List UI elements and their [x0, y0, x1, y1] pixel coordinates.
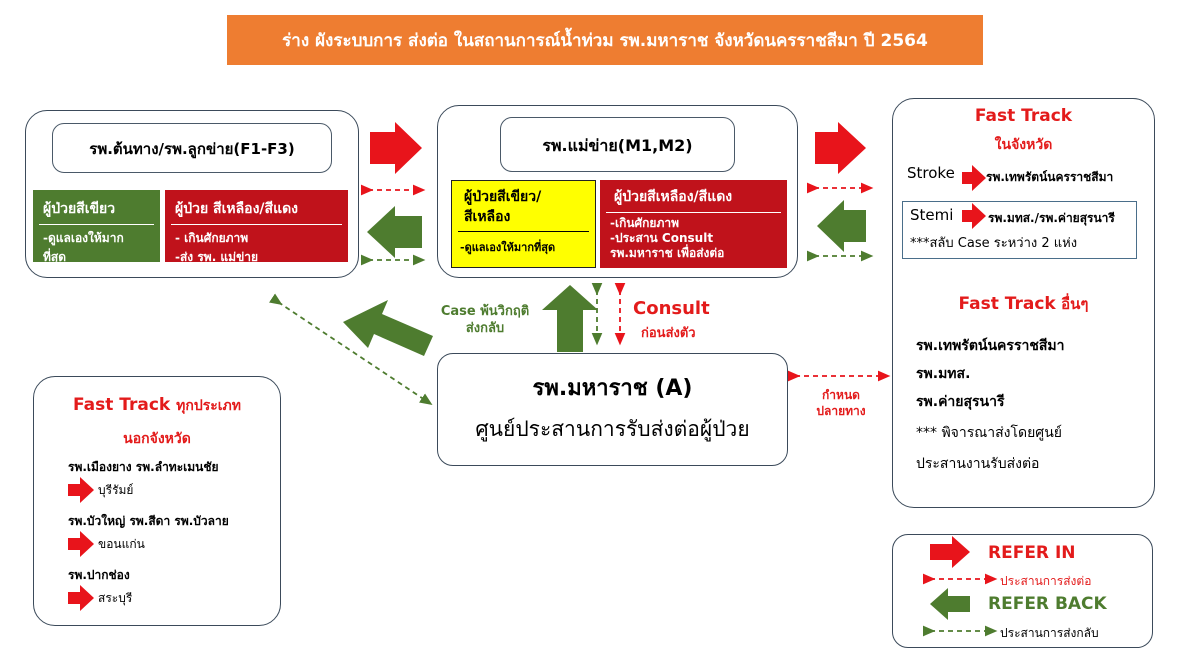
- refer-back-arrow-left: [367, 206, 422, 258]
- stemi-note: ***สลับ Case ระหว่าง 2 แห่ง: [910, 236, 1078, 251]
- red-patient-panel: ผู้ป่วย สีเหลือง/สีแดง - เกินศักยภาพ -ส่…: [165, 190, 348, 264]
- other-hospital-item: รพ.เทพรัตน์นครราชสีมา: [916, 338, 1065, 354]
- stroke-label: Stroke: [907, 164, 955, 182]
- stemi-label: Stemi: [910, 206, 954, 224]
- green-patient-body: -ดูแลเองให้มาก ที่สุด: [43, 231, 124, 264]
- consult-label: Consult: [633, 298, 710, 319]
- consult-up-arrow: [542, 285, 598, 352]
- page-title: ร่าง ผังระบบการ ส่งต่อ ในสถานการณ์น้ำท่ว…: [227, 15, 983, 65]
- other-hospital-item: รพ.ค่ายสุรนารี: [916, 394, 1005, 410]
- origin-hospital-header: รพ.ต้นทาง/รพ.ลูกข่าย(F1-F3): [52, 123, 332, 173]
- maharat-center-name: ศูนย์ประสานการรับส่งต่อผู้ป่วย: [475, 417, 750, 441]
- refer-in-arrow-right: [815, 122, 866, 174]
- outside-group-hospitals: รพ.บัวใหญ่ รพ.สีดา รพ.บัวลาย: [68, 514, 229, 528]
- yellow-red-body: -เกินศักยภาพ -ประสาน Consult รพ.มหาราช เ…: [610, 216, 725, 260]
- legend-refer-back-label: REFER BACK: [988, 594, 1107, 614]
- case-back-label: Case พ้นวิกฤติ ส่งกลับ: [440, 304, 530, 336]
- green-patient-title: ผู้ป่วยสีเขียว: [43, 201, 116, 217]
- outside-subtitle: นอกจังหวัด: [123, 431, 191, 447]
- green-yellow-body: -ดูแลเองให้มากที่สุด: [460, 241, 556, 254]
- other-hospital-item: รพ.มทส.: [916, 366, 971, 382]
- outside-group-destination: สระบุรี: [98, 591, 133, 605]
- outside-group-hospitals: รพ.เมืองยาง รพ.ลำทะเมนชัย: [68, 460, 219, 474]
- yellow-red-title: ผู้ป่วยสีเหลือง/สีแดง: [614, 189, 733, 205]
- stroke-destination: รพ.เทพรัตน์นครราชสีมา: [986, 170, 1114, 184]
- fast-track-other-title-en: Fast Track: [958, 294, 1056, 314]
- fast-track-title: Fast Track: [974, 106, 1073, 126]
- stemi-destination: รพ.มทส./รพ.ค่ายสุรนารี: [988, 211, 1115, 225]
- maharat-hospital-box: รพ.มหาราช (A) ศูนย์ประสานการรับส่งต่อผู้…: [437, 353, 788, 466]
- other-hospital-list: รพ.เทพรัตน์นครราชสีมา รพ.มทส. รพ.ค่ายสุร…: [916, 332, 1064, 416]
- green-yellow-title: ผู้ป่วยสีเขียว/ สีเหลือง: [464, 189, 542, 225]
- legend-coord-back-label: ประสานการส่งกลับ: [1000, 626, 1099, 640]
- refer-back-arrow-right: [817, 200, 866, 252]
- outside-title-th: ทุกประเภท: [176, 398, 241, 414]
- fast-track-subtitle: ในจังหวัด: [994, 137, 1053, 153]
- green-yellow-patient-panel: ผู้ป่วยสีเขียว/ สีเหลือง -ดูแลเองให้มากท…: [451, 180, 596, 268]
- fast-track-province-box: [892, 98, 1155, 508]
- outside-group-destination: ขอนแก่น: [98, 537, 145, 551]
- fast-track-other-title: Fast Track อื่นๆ: [892, 292, 1155, 316]
- red-patient-body: - เกินศักยภาพ -ส่ง รพ. แม่ข่าย: [175, 231, 259, 264]
- consult-sublabel: ก่อนส่งตัว: [641, 326, 696, 341]
- fast-track-other-title-suffix: อื่นๆ: [1061, 295, 1089, 313]
- outside-group-destination: บุรีรัมย์: [98, 483, 134, 497]
- red-patient-title: ผู้ป่วย สีเหลือง/สีแดง: [175, 201, 299, 217]
- destination-label: กำหนด ปลายทาง: [816, 388, 866, 418]
- outside-title: Fast Track ทุกประเภท: [33, 395, 281, 417]
- outside-group-hospitals: รพ.ปากช่อง: [68, 568, 130, 582]
- green-patient-panel: ผู้ป่วยสีเขียว -ดูแลเองให้มาก ที่สุด: [33, 190, 160, 264]
- other-note: *** พิจารณาส่งโดยศูนย์ ประสานงานรับส่งต่…: [916, 425, 1062, 472]
- outside-title-en: Fast Track: [72, 395, 171, 415]
- maharat-hospital-title: รพ.มหาราช (A): [532, 376, 693, 401]
- legend-refer-in-label: REFER IN: [988, 543, 1076, 563]
- network-hospital-header: รพ.แม่ข่าย(M1,M2): [500, 117, 735, 172]
- refer-in-arrow-left: [370, 122, 422, 174]
- stemi-panel: [902, 201, 1137, 259]
- legend-coord-out-label: ประสานการส่งต่อ: [1000, 574, 1092, 588]
- yellow-red-patient-panel: ผู้ป่วยสีเหลือง/สีแดง -เกินศักยภาพ -ประส…: [600, 180, 787, 268]
